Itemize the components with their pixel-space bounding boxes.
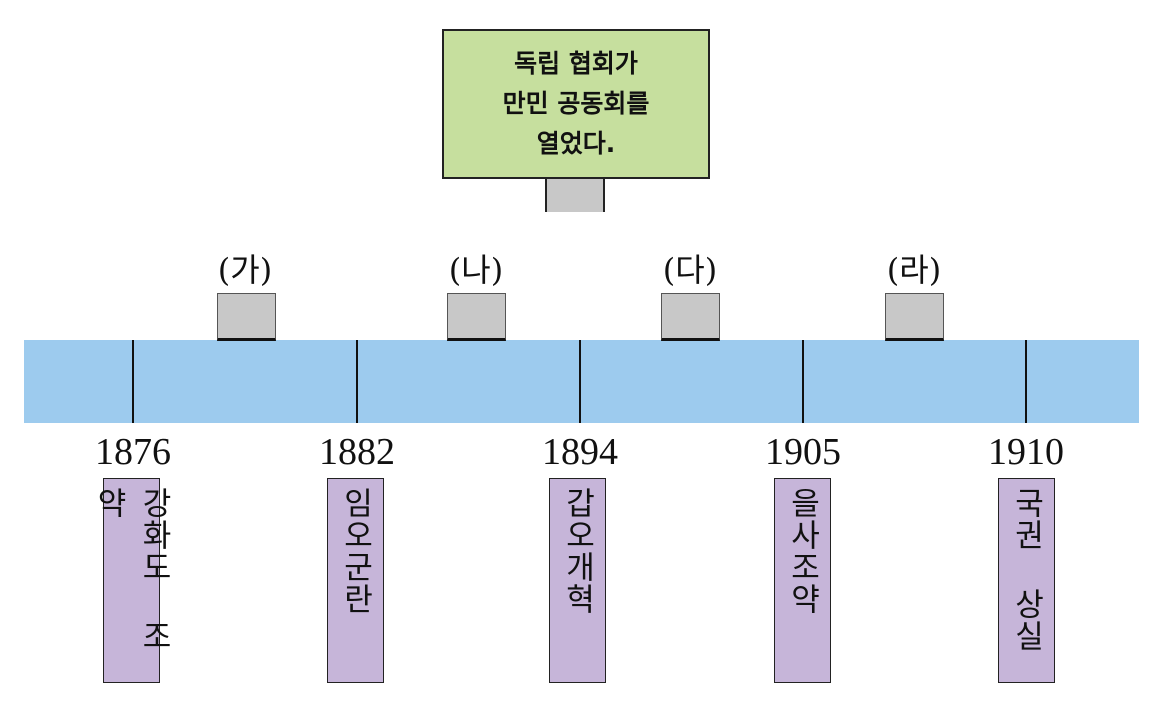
- year-label: 1905: [765, 431, 841, 473]
- event-label: 국권 상실: [1008, 487, 1044, 652]
- period-marker-da: [661, 293, 720, 341]
- tick-1910: [1025, 340, 1027, 423]
- period-marker-na: [447, 293, 506, 341]
- event-box: 을사조약: [774, 478, 831, 683]
- year-label: 1876: [95, 431, 171, 473]
- timeline-bar: [24, 340, 1139, 423]
- period-marker-ga: [217, 293, 276, 341]
- event-label: 강화도 조약: [90, 487, 172, 652]
- period-marker-ra: [885, 293, 944, 341]
- year-label: 1882: [319, 431, 395, 473]
- event-note-box: 독립 협회가 만민 공동회를 열었다.: [442, 29, 710, 179]
- note-line: 만민 공동회를: [502, 89, 650, 118]
- tick-1894: [579, 340, 581, 423]
- period-label-ra: (라): [886, 251, 942, 289]
- year-label: 1910: [988, 431, 1064, 473]
- period-label-na: (나): [448, 251, 504, 289]
- event-label: 임오군란: [337, 487, 373, 615]
- event-box: 국권 상실: [998, 478, 1055, 683]
- note-stem: [545, 179, 605, 212]
- period-label-ga: (가): [217, 251, 273, 289]
- period-label-da: (다): [662, 251, 718, 289]
- note-line: 열었다.: [536, 129, 616, 158]
- note-line: 독립 협회가: [514, 49, 638, 78]
- tick-1905: [802, 340, 804, 423]
- event-box: 임오군란: [327, 478, 384, 683]
- event-box: 강화도 조약: [91, 478, 172, 683]
- event-label: 갑오개혁: [559, 487, 595, 615]
- event-label: 을사조약: [784, 487, 820, 615]
- event-box: 갑오개혁: [549, 478, 606, 683]
- tick-1882: [356, 340, 358, 423]
- tick-1876: [132, 340, 134, 423]
- year-label: 1894: [542, 431, 618, 473]
